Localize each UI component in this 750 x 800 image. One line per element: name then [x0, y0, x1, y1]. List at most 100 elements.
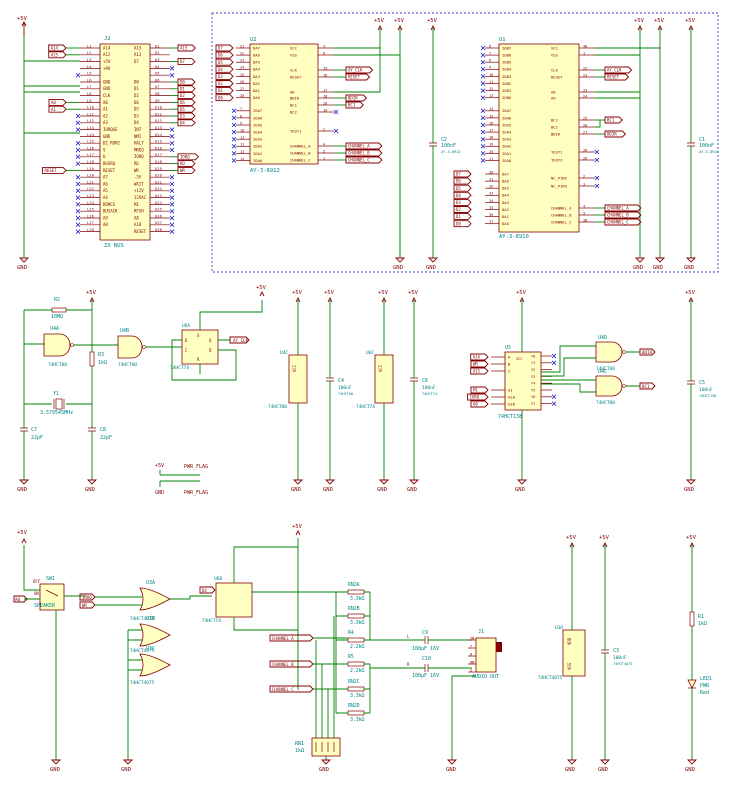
- j1-pin: T: [470, 645, 473, 649]
- u3b-ref: U3B: [146, 616, 155, 622]
- bus-left-func: BUSACK: [103, 209, 118, 214]
- u2-vcc-vcc-label: +5V: [374, 18, 385, 24]
- u6b-vcc: +5V: [292, 524, 303, 530]
- no-connect-mark: [75, 147, 81, 153]
- bus-left-pin-num: L21: [87, 179, 95, 184]
- c3-ref: C3: [613, 648, 619, 654]
- bus-right-pin-num: U26: [155, 213, 163, 218]
- u2-data-label-shape: [215, 51, 234, 59]
- c1-vcc-vcc-symbol: [688, 24, 694, 31]
- bus-left-pin-num: L8: [87, 91, 92, 96]
- no-connect-mark: [594, 175, 600, 181]
- u1-net-label: BC1: [607, 118, 615, 123]
- mixer-resistor: [347, 661, 365, 667]
- bus-right-label-shape: [177, 78, 196, 86]
- r2-value: 10MΩ: [51, 314, 63, 320]
- u1-right-pin: VCC: [551, 45, 558, 50]
- pf-vcc: +5V: [155, 463, 164, 469]
- no-connect-mark: [594, 183, 600, 189]
- svg-text:VCC: VCC: [292, 364, 297, 372]
- svg-text:18: 18: [489, 136, 493, 140]
- flipflop-u6b: U6B 74HCT74 D4 +5V: [199, 524, 336, 690]
- svg-text:7: 7: [489, 52, 491, 56]
- c3-sub: 74HCT4075: [613, 662, 632, 666]
- bus-left-func: BUSRQ: [103, 161, 116, 166]
- bus-right-label: WR: [180, 168, 185, 173]
- u3d-vdd-vcc-label: +5V: [566, 535, 577, 541]
- c3-value: 100nF: [613, 655, 627, 661]
- u5-left-pin: A: [508, 354, 511, 359]
- bus-right-func: HALT: [134, 141, 144, 146]
- mixer-ref: RN2C: [348, 679, 360, 685]
- u4c-gnd-gnd-label: GND: [291, 487, 301, 493]
- c10-ref: C10: [422, 656, 431, 662]
- bus-right-func: MREQ: [134, 147, 144, 152]
- u1-vcc-b-vcc-symbol: [657, 24, 663, 31]
- mix-ch-b: CHANNEL_B: [272, 662, 294, 667]
- oscillator: R2 10MΩ U4A 74HCT00 U4B 74HCT00 R3 1kΩ Y…: [17, 285, 267, 493]
- u5-left-pin: G2B: [508, 401, 516, 406]
- svg-text:25: 25: [583, 88, 587, 92]
- c6-value: 100nF: [422, 385, 436, 391]
- bus-right-label: IORQ: [180, 154, 190, 159]
- no-connect-mark: [169, 72, 175, 78]
- r3-ref: R3: [98, 352, 104, 358]
- rn1-ref: RN1: [295, 741, 304, 747]
- u1-right-pin: RESET: [551, 74, 563, 79]
- no-connect-mark: [231, 115, 237, 121]
- u5-right-pin: Y4: [531, 382, 535, 386]
- no-connect-mark: [231, 129, 237, 135]
- u2-right-pin: BC1: [290, 102, 298, 107]
- u1-ref: U1: [499, 37, 506, 43]
- no-connect-mark: [551, 401, 557, 406]
- u2-data-label: D0: [218, 95, 223, 100]
- u1-left-pin: DA0: [502, 221, 510, 226]
- bus-right-pin-num: U24: [155, 200, 163, 205]
- svg-text:5: 5: [323, 149, 325, 153]
- u3d-vss: VSS: [567, 662, 572, 670]
- no-connect-mark: [169, 202, 175, 207]
- no-connect-mark: [480, 129, 486, 135]
- c3-gnd-gnd-label: GND: [598, 767, 608, 773]
- no-connect-mark: [231, 151, 237, 156]
- bus-left-func: +5V: [103, 59, 111, 64]
- c6-vcc-vcc-label: +5V: [408, 290, 419, 296]
- bus-left-pin-num: L16: [87, 145, 95, 150]
- svg-text:19: 19: [489, 143, 493, 147]
- u6c-pwr-value: 74HCT74: [356, 404, 375, 410]
- u1-net-label-shape: [604, 211, 642, 219]
- c2-vcc-vcc-symbol: [430, 24, 436, 31]
- u1-left-pin: IOA1: [502, 151, 512, 156]
- bus-left-pin-num: L25: [87, 207, 94, 212]
- no-connect-mark: [75, 72, 81, 78]
- no-connect-mark: [480, 88, 486, 93]
- sw1-on: ON: [34, 591, 39, 596]
- ay-group-border: [211, 12, 719, 273]
- no-connect-mark: [480, 151, 486, 156]
- u2-vss-gnd-symbol: [394, 257, 406, 263]
- u2-left-pin: DA1: [253, 88, 261, 93]
- bus-left-label-shape: [48, 98, 67, 106]
- u1-data-label-shape: [453, 206, 472, 213]
- u6c-vcc-vcc-label: +5V: [378, 290, 389, 296]
- u1-left-pin: IOA4: [502, 130, 512, 135]
- no-connect-mark: [75, 154, 81, 160]
- u1-right-pin: TEST2: [551, 157, 562, 162]
- no-connect-mark: [75, 120, 81, 126]
- bus-right-label: D3: [180, 114, 185, 119]
- bus-left-func: A3: [103, 120, 108, 125]
- u4c-vcc-vcc-label: +5V: [292, 290, 303, 296]
- no-connect-mark: [480, 115, 486, 121]
- u1-left-pin: IOA5: [502, 122, 511, 127]
- r1-value: 1kΩ: [698, 621, 707, 627]
- bus-left-func: U: [103, 154, 106, 159]
- led-vcc-vcc-label: +5V: [686, 535, 697, 541]
- svg-text:20: 20: [323, 101, 327, 105]
- bus-gnd-label: GND: [17, 265, 27, 271]
- u5-in-label-shape: [467, 393, 489, 401]
- no-connect-mark: [480, 59, 486, 65]
- no-connect-mark: [75, 208, 81, 214]
- u4b-ref: U4B: [120, 328, 129, 334]
- u1-left-pin: IOB0: [502, 95, 512, 100]
